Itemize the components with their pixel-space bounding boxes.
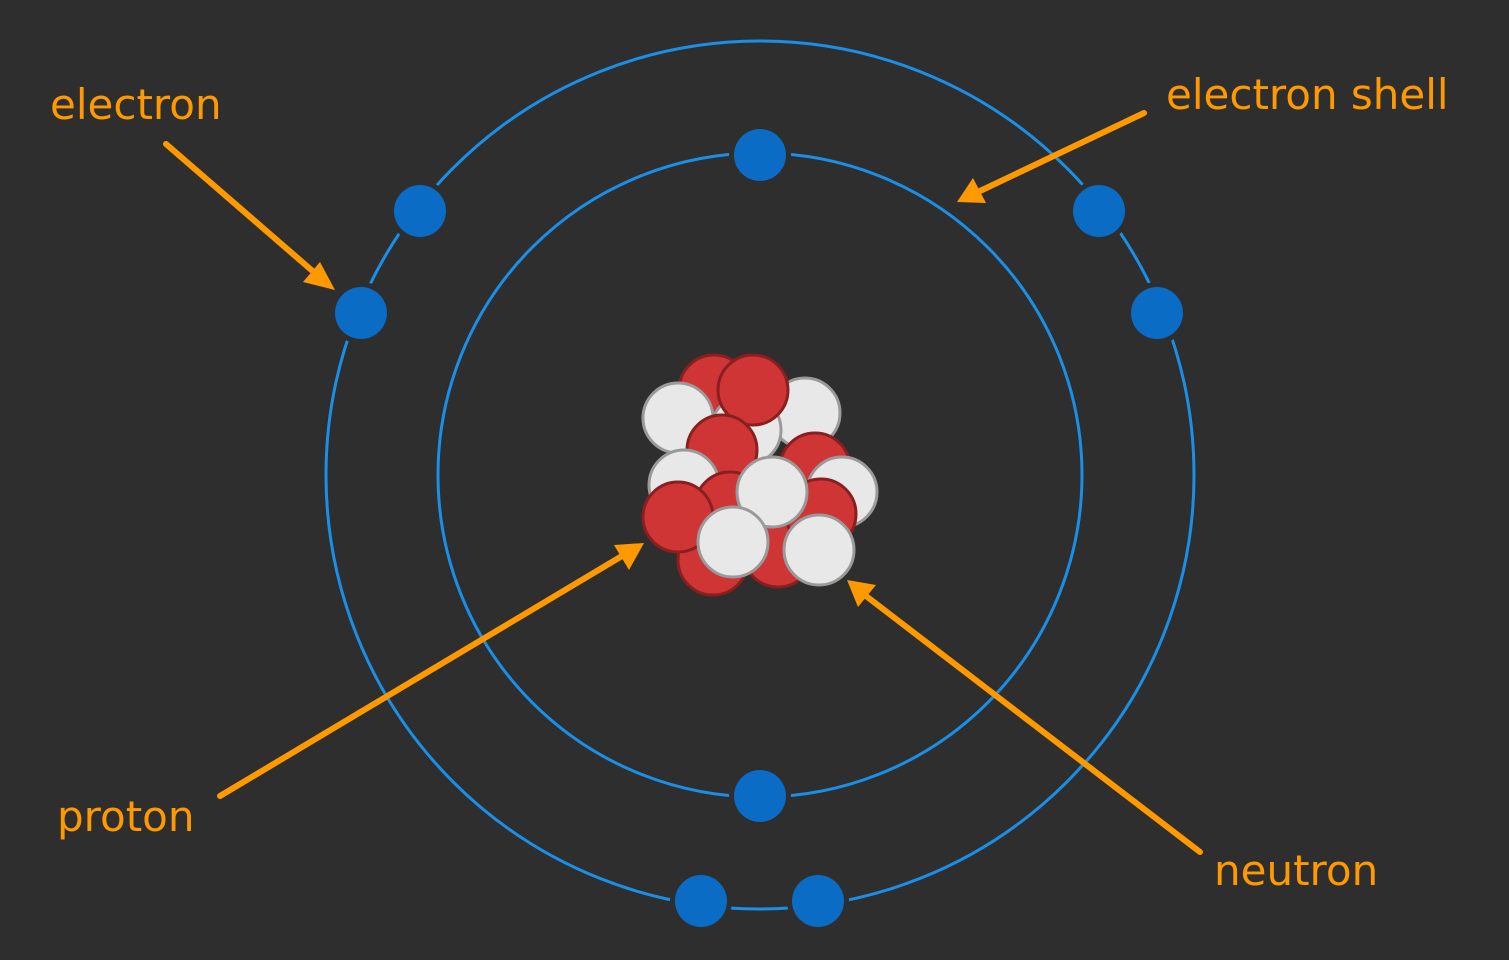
outer-shell-electrons [330, 180, 1188, 932]
neutron [696, 505, 770, 579]
electron [1126, 282, 1188, 344]
electron [729, 765, 791, 827]
electron [330, 282, 392, 344]
electron [670, 870, 732, 932]
arrows [163, 110, 1203, 855]
proton-arrowhead [614, 543, 644, 570]
proton-label: proton [57, 792, 195, 841]
electron-label: electron [50, 80, 222, 129]
inner-shell-electrons [729, 124, 791, 827]
electron-shell-arrowhead [957, 178, 986, 203]
neutron-arrow [863, 593, 1203, 855]
neutron-label: neutron [1214, 846, 1379, 895]
outer-electron-shell [324, 39, 1196, 911]
electron-arrow [163, 141, 319, 277]
electron [729, 124, 791, 186]
neutron [782, 513, 856, 587]
nucleus [641, 353, 879, 597]
proton-arrow [217, 553, 625, 799]
neutron-arrowhead [847, 580, 876, 607]
electron-shell-arrow [977, 110, 1147, 194]
electron [787, 870, 849, 932]
electron-shell-label: electron shell [1166, 70, 1449, 119]
electron [389, 180, 451, 242]
electron [1068, 180, 1130, 242]
proton [716, 353, 790, 427]
electron-arrowhead [303, 262, 335, 290]
neutron [735, 455, 809, 529]
